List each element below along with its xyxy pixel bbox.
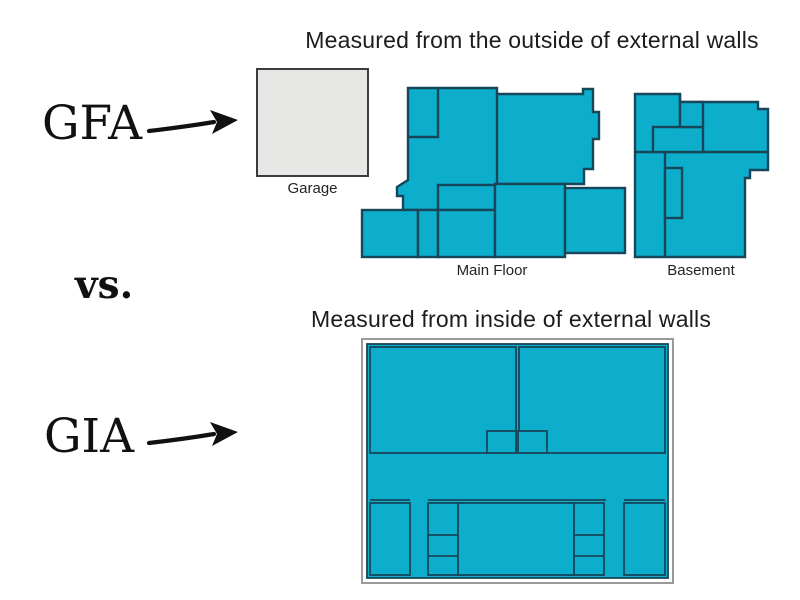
gia-closet-column [573, 502, 605, 576]
gia-stair-box [486, 430, 517, 454]
garage-label: Garage [287, 180, 338, 197]
gia-floor-plan [361, 338, 674, 584]
main-floor-inner-wall [408, 88, 440, 139]
garage-plan [256, 68, 369, 177]
gia-room [457, 502, 575, 576]
main-floor-room [436, 183, 497, 212]
vs-label: vs. [75, 262, 134, 308]
gia-closet-divider [428, 534, 458, 557]
gia-stair-box [517, 430, 548, 454]
basement-label: Basement [667, 262, 735, 279]
main-floor-room [563, 186, 627, 255]
gfa-section-title: Measured from the outside of external wa… [305, 27, 759, 53]
main-floor-room [416, 208, 440, 259]
gia-room [623, 502, 666, 576]
gia-room [369, 502, 411, 576]
basement-room [663, 166, 684, 220]
main-floor-room [493, 182, 567, 259]
main-floor-room [436, 208, 497, 259]
gia-section-title: Measured from inside of external walls [310, 306, 712, 332]
basement-room [678, 100, 705, 129]
main-floor-room [360, 208, 420, 259]
main-floor-plan [360, 86, 627, 259]
gfa-label: GFA [42, 96, 143, 151]
basement-room [651, 125, 705, 154]
main-floor-label: Main Floor [456, 262, 528, 279]
gia-closet-divider [574, 534, 604, 557]
gia-right-arrow-icon [146, 422, 238, 446]
basement-plan [633, 92, 770, 259]
gia-label: GIA [44, 409, 135, 464]
gia-closet-column [427, 502, 459, 576]
gia-external-wall-outline [361, 338, 674, 584]
gfa-right-arrow-icon [146, 110, 238, 134]
